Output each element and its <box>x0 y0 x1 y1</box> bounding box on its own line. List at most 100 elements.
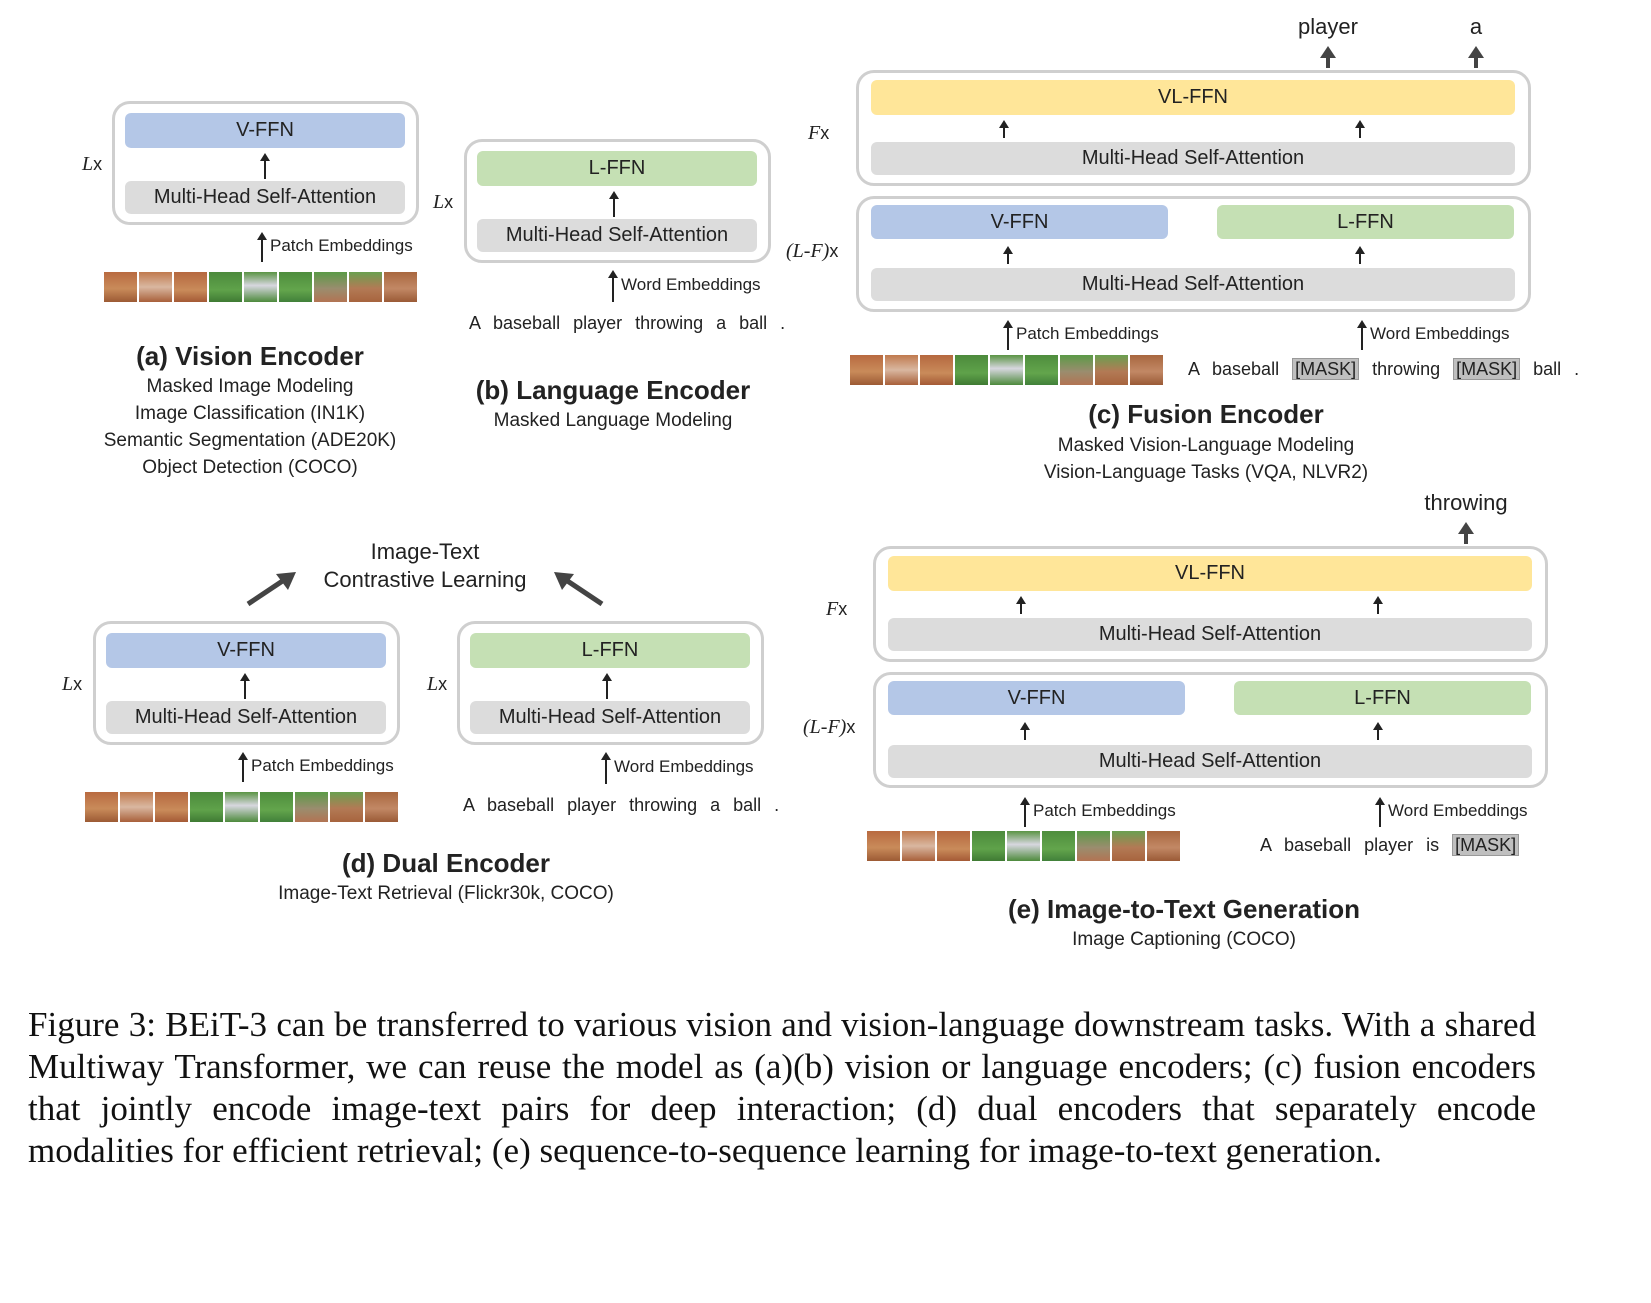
image-patch <box>260 792 293 822</box>
mhsa-block: Multi-Head Self-Attention <box>477 219 757 252</box>
layer-count-label: Lx <box>433 191 453 214</box>
mask-token: [MASK] <box>1292 358 1360 380</box>
layer-count-label: Lx <box>82 153 102 176</box>
image-patch <box>885 355 918 385</box>
l-ffn-block: L-FFN <box>470 633 750 668</box>
layer-count-label: Lx <box>62 673 82 696</box>
mhsa-block: Multi-Head Self-Attention <box>106 701 386 734</box>
task-item: Masked Language Modeling <box>493 410 733 431</box>
image-patch <box>920 355 953 385</box>
image-patch <box>850 355 883 385</box>
task-item: Semantic Segmentation (ADE20K) <box>103 430 397 451</box>
l-ffn-block: L-FFN <box>1217 205 1514 239</box>
image-patches <box>85 792 398 822</box>
image-patch <box>937 831 970 861</box>
task-item: Image-Text Retrieval (Flickr30k, COCO) <box>278 883 614 904</box>
task-list: Image-Text Retrieval (Flickr30k, COCO) <box>278 880 614 907</box>
sentence-text: throwing <box>1359 359 1454 379</box>
task-list: Masked Image Modeling Image Classificati… <box>104 373 397 481</box>
objective-line: Image-Text <box>370 539 480 564</box>
image-patch <box>209 272 242 302</box>
task-list: Masked Vision-Language Modeling Vision-L… <box>1044 432 1368 486</box>
task-item: Image Captioning (COCO) <box>1072 929 1296 950</box>
image-patch <box>349 272 382 302</box>
l-ffn-block: L-FFN <box>1234 681 1531 715</box>
layer-symbol: (L-F) <box>803 716 847 738</box>
task-item: Masked Image Modeling <box>146 376 354 397</box>
times-symbol: x <box>829 241 839 261</box>
image-patch <box>1060 355 1093 385</box>
image-patch <box>1095 355 1128 385</box>
sentence-text: ball . <box>1520 359 1580 379</box>
figure-caption: Figure 3: BEiT-3 can be transferred to v… <box>28 1005 1536 1170</box>
image-patch <box>330 792 363 822</box>
task-item: Image Classification (IN1K) <box>134 403 366 424</box>
image-patch <box>902 831 935 861</box>
times-symbol: x <box>838 599 848 619</box>
modality-layer-count: (L-F)x <box>803 716 855 739</box>
objective-line: Contrastive Learning <box>323 567 527 592</box>
sentence-text: A baseball <box>1188 359 1293 379</box>
times-symbol: x <box>820 123 830 143</box>
image-patch <box>314 272 347 302</box>
left-arrow-head-icon <box>276 572 296 590</box>
image-patches <box>867 831 1180 861</box>
masked-sentence: A baseball [MASK] throwing [MASK] ball . <box>1188 358 1580 380</box>
layer-symbol: L <box>82 153 94 175</box>
layer-symbol: L <box>62 673 74 695</box>
times-symbol: x <box>444 192 454 212</box>
image-patch <box>104 272 137 302</box>
layer-symbol: F <box>808 122 821 144</box>
image-patch <box>190 792 223 822</box>
contrastive-objective: Image-Text Contrastive Learning <box>323 538 526 594</box>
sentence-text: A baseball player is <box>1260 835 1453 855</box>
predicted-token: player <box>1298 14 1358 39</box>
mask-token: [MASK] <box>1453 358 1521 380</box>
word-embeddings-label: Word Embeddings <box>621 275 761 294</box>
task-item: Masked Vision-Language Modeling <box>1057 435 1355 456</box>
panel-title: (a) Vision Encoder <box>136 341 364 371</box>
converging-arrows <box>246 572 604 607</box>
v-ffn-block: V-FFN <box>106 633 386 668</box>
mhsa-block: Multi-Head Self-Attention <box>888 745 1532 778</box>
image-patch <box>1025 355 1058 385</box>
image-patches <box>850 355 1163 385</box>
image-patch <box>120 792 153 822</box>
v-ffn-block: V-FFN <box>871 205 1168 239</box>
image-patch <box>384 272 417 302</box>
masked-sentence: A baseball player is [MASK] <box>1260 834 1520 856</box>
task-item: Vision-Language Tasks (VQA, NLVR2) <box>1043 462 1369 483</box>
image-patch <box>155 792 188 822</box>
layer-symbol: L <box>433 191 445 213</box>
vl-ffn-block: VL-FFN <box>871 80 1515 115</box>
modality-layer-count: (L-F)x <box>786 240 838 263</box>
l-ffn-block: L-FFN <box>477 151 757 186</box>
word-embeddings-label: Word Embeddings <box>614 757 754 776</box>
fusion-layer-count: Fx <box>808 122 829 145</box>
image-patch <box>279 272 312 302</box>
patch-embeddings-label: Patch Embeddings <box>1033 801 1176 820</box>
times-symbol: x <box>846 717 856 737</box>
image-patch <box>295 792 328 822</box>
task-item: Object Detection (COCO) <box>142 457 358 478</box>
image-patch <box>1130 355 1163 385</box>
mask-token: [MASK] <box>1452 834 1520 856</box>
image-patch <box>1147 831 1180 861</box>
right-arrow-head-icon <box>554 572 574 590</box>
image-patch <box>1112 831 1145 861</box>
image-patch <box>174 272 207 302</box>
image-patch <box>972 831 1005 861</box>
patch-embeddings-label: Patch Embeddings <box>251 756 394 775</box>
image-patch <box>990 355 1023 385</box>
predicted-token: a <box>1469 14 1483 39</box>
image-patch <box>85 792 118 822</box>
mhsa-block: Multi-Head Self-Attention <box>888 618 1532 651</box>
times-symbol: x <box>93 154 103 174</box>
image-patch <box>365 792 398 822</box>
image-patch <box>1042 831 1075 861</box>
panel-title: (c) Fusion Encoder <box>1088 399 1324 429</box>
image-patch <box>1077 831 1110 861</box>
input-sentence: A baseball player throwing a ball . <box>463 795 780 815</box>
panel-title: (b) Language Encoder <box>475 375 751 405</box>
image-patch <box>244 272 277 302</box>
